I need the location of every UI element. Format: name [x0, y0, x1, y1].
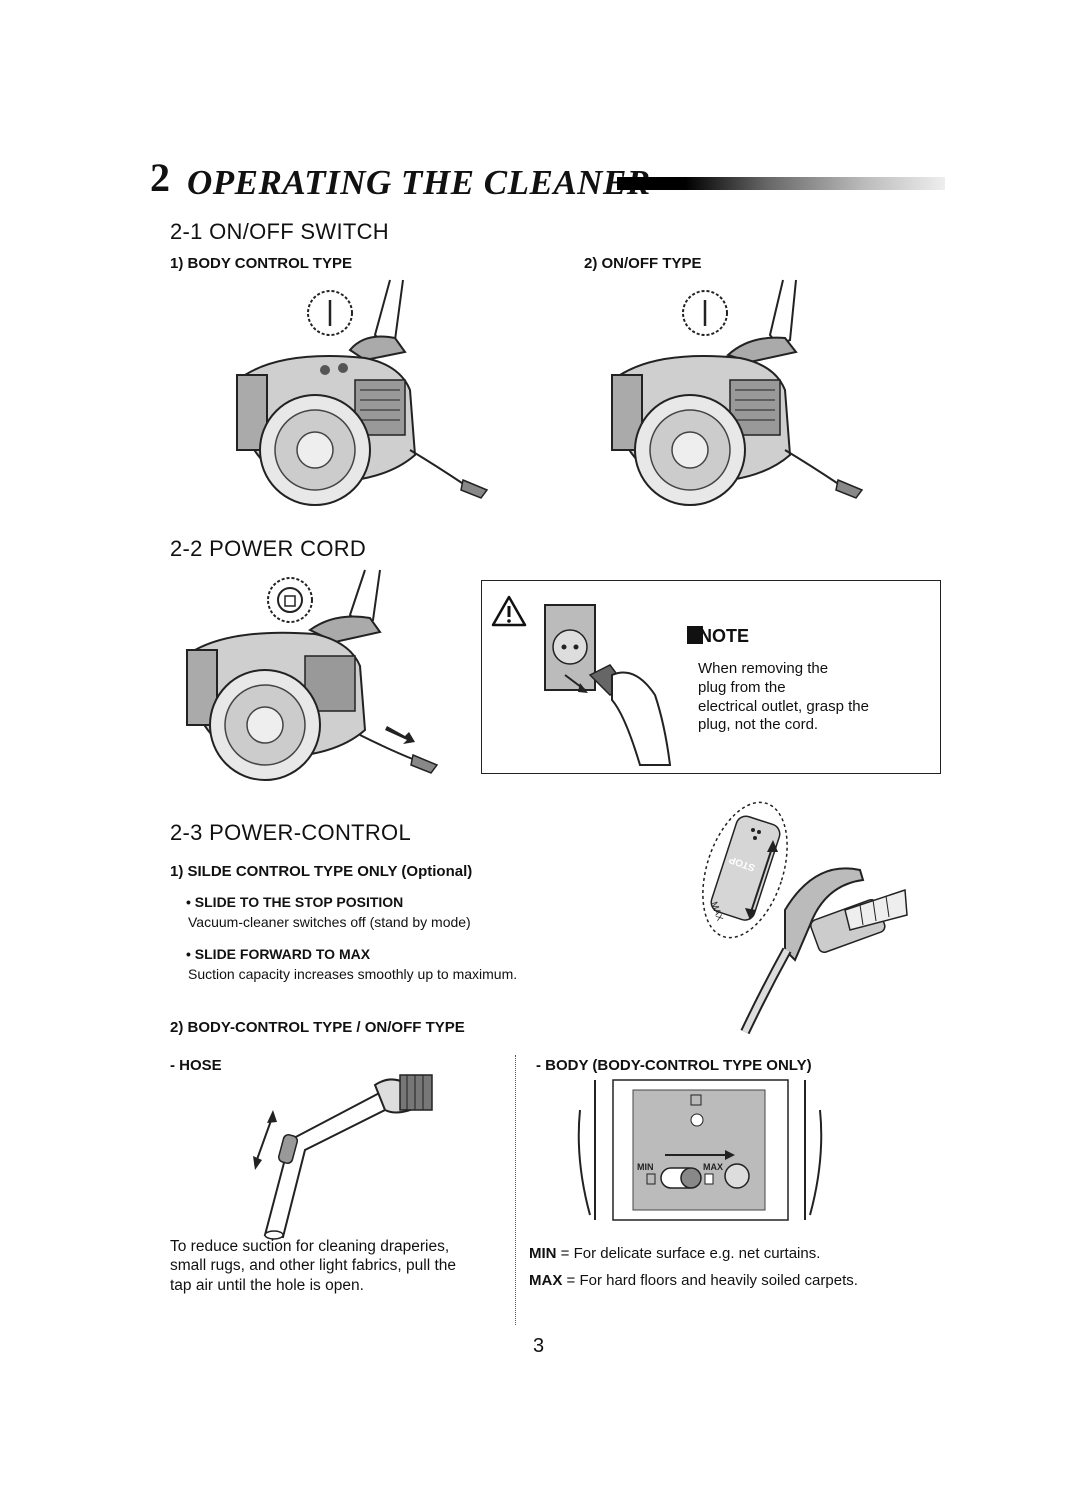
note-text: When removing the plug from the electric… [698, 660, 869, 735]
column-divider [515, 1055, 516, 1325]
hose-text-line: tap air until the hole is open. [170, 1276, 364, 1294]
slide-stop-title: • SLIDE TO THE STOP POSITION [186, 894, 404, 910]
hose-description: To reduce suction for cleaning draperies… [170, 1237, 505, 1295]
body-label: - BODY (BODY-CONTROL TYPE ONLY) [536, 1057, 812, 1074]
max-text: = For hard floors and heavily soiled car… [566, 1272, 858, 1289]
max-key: MAX [529, 1272, 563, 1289]
plug-removal-illustration [544, 604, 672, 766]
panel-min-label: MIN [637, 1162, 654, 1172]
vacuum-cord-rewind-illustration [186, 569, 439, 781]
hose-handle-illustration [253, 1074, 433, 1240]
slide-control-subtitle: 1) SILDE CONTROL TYPE ONLY (Optional) [170, 863, 473, 880]
hose-text-line: small rugs, and other light fabrics, pul… [170, 1257, 457, 1275]
vacuum-on-off-illustration [611, 279, 864, 506]
hose-label: - HOSE [170, 1057, 222, 1074]
hose-slider-illustration: STOP MAX [702, 801, 908, 1035]
note-line: plug, not the cord. [698, 716, 819, 734]
note-marker [687, 626, 703, 644]
section-title-power-cord: 2-2 POWER CORD [170, 536, 367, 561]
min-text: = For delicate surface e.g. net curtains… [560, 1245, 821, 1262]
slide-max-title: • SLIDE FORWARD TO MAX [186, 946, 371, 962]
slide-stop-text: Vacuum-cleaner switches off (stand by mo… [188, 914, 471, 930]
page-title: OPERATING THE CLEANER [187, 163, 651, 202]
title-gradient-bar [620, 177, 945, 190]
note-line: When removing the [698, 660, 829, 677]
section-number: 2 [150, 155, 170, 200]
note-box [481, 580, 941, 774]
min-key: MIN [529, 1245, 557, 1262]
section-title-on-off-switch: 2-1 ON/OFF SWITCH [170, 219, 389, 244]
panel-max-label: MAX [703, 1162, 723, 1172]
note-line: electrical outlet, grasp the [698, 697, 869, 715]
warning-triangle-icon [491, 595, 527, 627]
section-title-power-control: 2-3 POWER-CONTROL [170, 820, 412, 845]
hose-text-line: To reduce suction for cleaning draperies… [170, 1238, 450, 1255]
note-label: NOTE [699, 626, 750, 646]
min-description: MIN = For delicate surface e.g. net curt… [529, 1245, 820, 1264]
vacuum-body-control-illustration [236, 279, 489, 506]
note-line: plug from the [698, 678, 786, 696]
max-description: MAX = For hard floors and heavily soiled… [529, 1272, 858, 1291]
title-bar-tick [617, 177, 622, 190]
slide-max-text: Suction capacity increases smoothly up t… [188, 966, 518, 982]
on-off-type-label: 2) ON/OFF TYPE [584, 255, 702, 272]
body-control-panel-illustration: MIN MAX [577, 1079, 823, 1221]
body-control-type-label: 1) BODY CONTROL TYPE [170, 255, 352, 272]
page-number: 3 [533, 1335, 545, 1357]
body-control-subtitle: 2) BODY-CONTROL TYPE / ON/OFF TYPE [170, 1019, 465, 1036]
